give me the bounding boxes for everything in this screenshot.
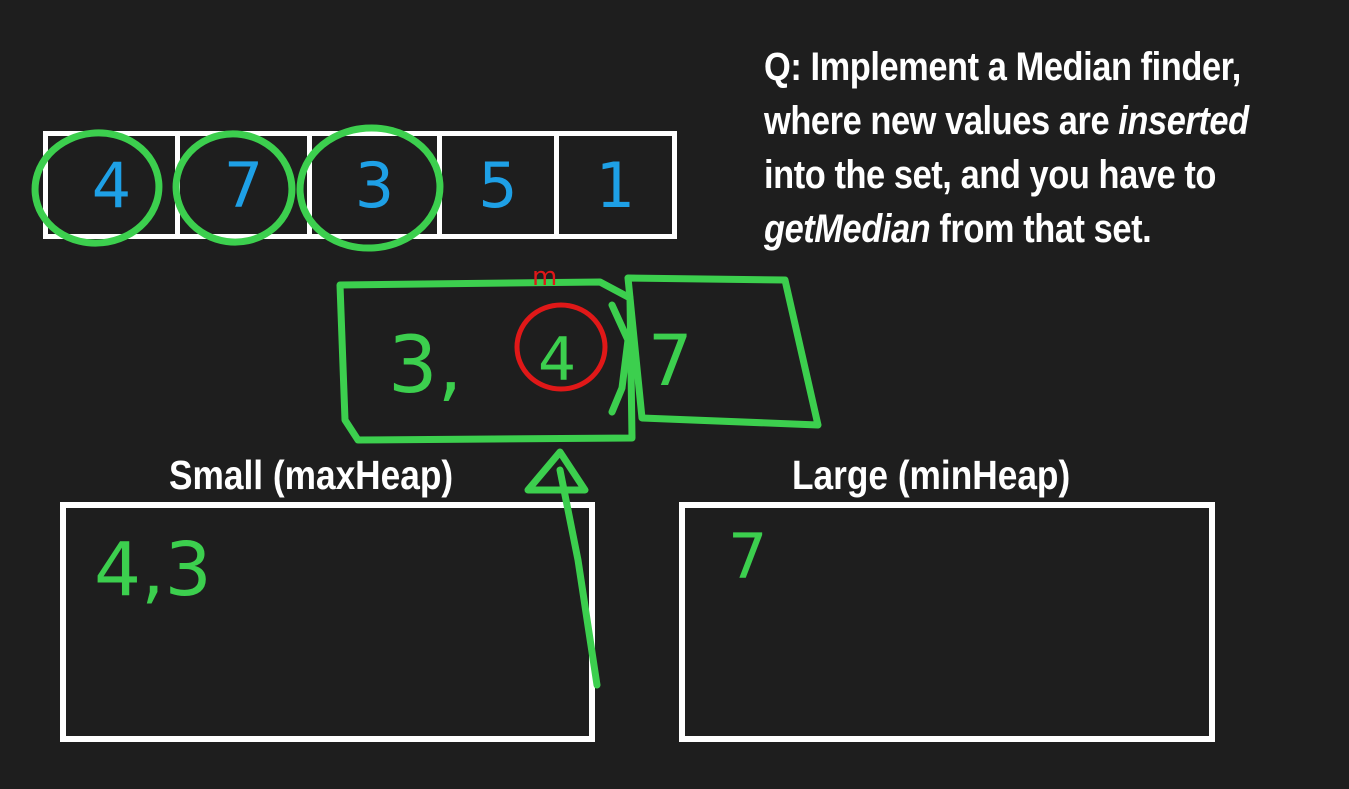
large-heap-contents: 7: [728, 520, 767, 593]
question-emph-getmedian: getMedian: [764, 207, 931, 251]
array-cell: 1: [554, 131, 677, 239]
merged-median-value: 4: [538, 325, 576, 395]
circle-annotation: [172, 130, 296, 246]
array-value: 3: [354, 148, 395, 222]
array-value: 5: [478, 148, 518, 222]
small-heap-box: [60, 502, 595, 742]
array-value: 4: [91, 148, 132, 222]
question-text: Q: Implement a Median finder, where new …: [764, 40, 1263, 256]
merged-left-values: 3,: [388, 321, 462, 411]
question-emph-inserted: inserted: [1118, 99, 1249, 143]
circle-annotation: [31, 129, 163, 247]
question-suffix: from that set.: [930, 207, 1152, 251]
circle-annotation: [296, 124, 444, 252]
divider-stroke: [608, 301, 632, 416]
median-circle-annotation: [514, 302, 608, 392]
small-heap-title: Small (maxHeap): [169, 452, 454, 498]
large-heap-box: [679, 502, 1215, 742]
median-marker: m: [532, 262, 557, 292]
merged-right-value: 7: [648, 320, 693, 402]
array-value: 7: [223, 148, 264, 222]
question-middle: into the set, and you have to: [764, 153, 1216, 197]
merged-left-box: [336, 278, 636, 444]
arrow-shaft: [556, 466, 601, 689]
arrow-head: [524, 448, 589, 494]
question-prefix: Q: Implement a Median finder, where new …: [764, 45, 1241, 143]
merged-right-box: [624, 274, 822, 429]
large-heap-title: Large (minHeap): [792, 452, 1071, 498]
array-value: 1: [595, 148, 636, 222]
small-heap-contents: 4,3: [94, 527, 212, 613]
